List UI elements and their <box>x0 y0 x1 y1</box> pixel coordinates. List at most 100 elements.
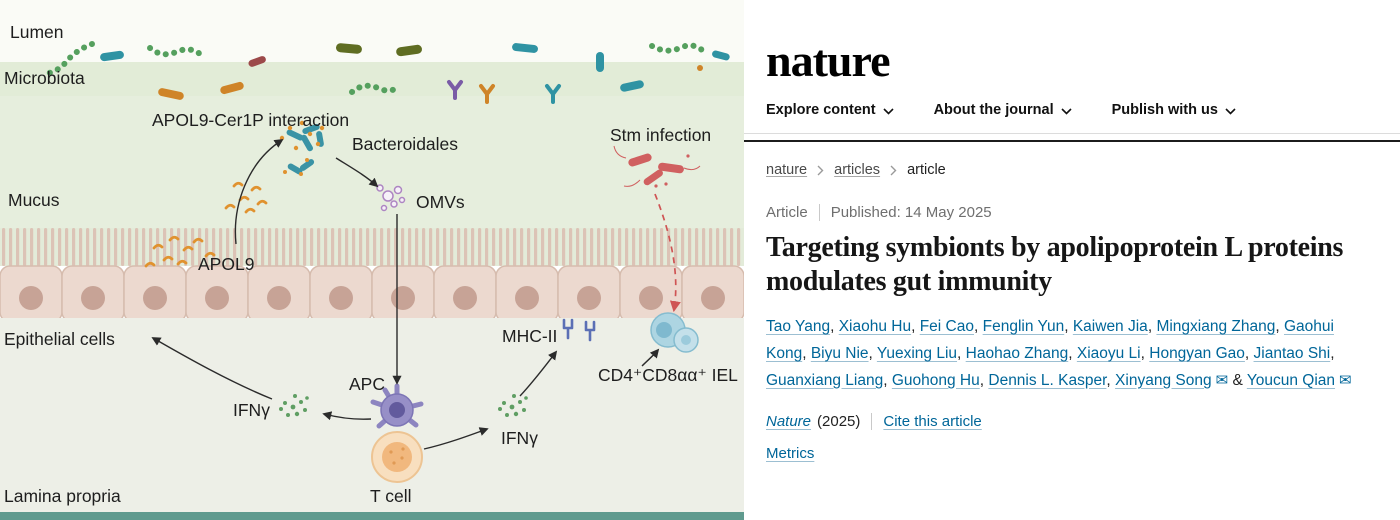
lamina-propria-band <box>0 318 744 512</box>
email-icon[interactable]: ✉ <box>1215 371 1229 389</box>
author-link[interactable]: Fei Cao <box>919 318 974 336</box>
label-mucus: Mucus <box>8 190 60 210</box>
author-link[interactable]: Haohao Zhang <box>965 344 1069 362</box>
bacteria-rod-icon <box>220 81 244 95</box>
article-type-label: Article <box>766 204 808 221</box>
gut-immunity-figure: Lumen Microbiota APOL9-Cer1P interaction… <box>0 0 744 520</box>
author-separator: , <box>1244 344 1254 362</box>
author-separator: , <box>1275 318 1284 336</box>
epithelial-cell-row <box>0 265 744 323</box>
article-panel: nature Explore content About the journal… <box>744 0 1400 520</box>
author-link[interactable]: Guohong Hu <box>891 371 980 389</box>
published-label: Published: <box>830 204 901 221</box>
author-separator: , <box>957 344 966 362</box>
apol9-particles <box>144 181 268 268</box>
chevron-right-icon <box>817 165 824 175</box>
label-iel: CD4⁺CD8αα⁺ IEL <box>598 365 738 385</box>
label-ifng-right: IFNγ <box>501 428 538 448</box>
label-bacteroidales: Bacteroidales <box>352 134 458 154</box>
author-link[interactable]: Xinyang Song <box>1115 371 1212 389</box>
author-link[interactable]: Xiaoyu Li <box>1076 344 1141 362</box>
author-link[interactable]: Jiantao Shi <box>1253 344 1331 362</box>
metrics-link[interactable]: Metrics <box>766 445 815 463</box>
bacteria-chain-icon <box>147 45 203 58</box>
figure-panel: Lumen Microbiota APOL9-Cer1P interaction… <box>0 0 744 520</box>
brush-border <box>0 228 744 266</box>
author-link[interactable]: Kaiwen Jia <box>1072 318 1148 336</box>
label-epithelial-cells: Epithelial cells <box>4 329 115 349</box>
label-stm-infection: Stm infection <box>610 125 711 145</box>
author-link[interactable]: Tao Yang <box>766 318 831 336</box>
journal-link[interactable]: Nature <box>766 413 812 431</box>
chevron-right-icon <box>890 165 897 175</box>
label-lamina-propria: Lamina propria <box>4 486 121 506</box>
author-separator: , <box>1068 344 1077 362</box>
nav-about-the-journal[interactable]: About the journal <box>934 102 1072 118</box>
cite-this-article-link[interactable]: Cite this article <box>883 413 982 431</box>
omv-cluster <box>376 184 406 212</box>
published-info: Published: 14 May 2025 <box>831 204 992 221</box>
chevron-down-icon <box>1225 107 1236 115</box>
author-link[interactable]: Fenglin Yun <box>982 318 1065 336</box>
bacteria-branch-icon <box>479 84 495 104</box>
journal-year: (2025) <box>817 413 861 431</box>
author-link[interactable]: Yuexing Liu <box>876 344 958 362</box>
nature-logo[interactable]: nature <box>766 35 891 86</box>
author-link[interactable]: Xiaohu Hu <box>838 318 912 336</box>
author-link[interactable]: Guanxiang Liang <box>766 371 884 389</box>
microbiota-icons <box>41 41 730 104</box>
flow-arrows <box>151 139 660 450</box>
author-separator: , <box>1330 344 1335 362</box>
stm-bacteria <box>613 145 701 188</box>
bacteria-dot-icon <box>697 65 703 71</box>
chevron-down-icon <box>883 107 894 115</box>
label-mhc-ii: MHC-II <box>502 326 557 346</box>
mucus-band <box>0 96 744 232</box>
bacteria-rod-icon <box>248 56 266 67</box>
nav-explore-content[interactable]: Explore content <box>766 102 894 118</box>
chevron-down-icon <box>1061 107 1072 115</box>
bacteria-rod-icon <box>712 50 730 61</box>
author-link[interactable]: Mingxiang Zhang <box>1156 318 1276 336</box>
author-separator: , <box>1106 371 1116 389</box>
microbiota-band <box>0 62 744 96</box>
breadcrumb-nature[interactable]: nature <box>766 162 808 178</box>
journal-reference: Nature (2025) <box>766 413 860 430</box>
author-link[interactable]: Dennis L. Kasper <box>988 371 1107 389</box>
nav-label: Publish with us <box>1111 102 1218 118</box>
author-separator: , <box>1064 318 1073 336</box>
label-t-cell: T cell <box>370 486 412 506</box>
author-link[interactable]: Gaohui Kong <box>766 318 1334 362</box>
bacteria-rod-icon <box>100 50 124 62</box>
bacteria-rod-icon <box>512 43 538 53</box>
epithelial-nuclei <box>19 286 725 310</box>
bacteria-rod-icon <box>596 52 604 72</box>
label-apol9-cer1p: APOL9-Cer1P interaction <box>152 110 349 130</box>
author-separator: , <box>883 371 892 389</box>
bacteria-rod-icon <box>620 80 644 92</box>
published-date: 14 May 2025 <box>904 204 992 221</box>
bottom-strip <box>0 512 744 520</box>
iel-cell <box>650 312 699 353</box>
masthead: nature Explore content About the journal… <box>744 0 1400 134</box>
author-link[interactable]: Biyu Nie <box>810 344 869 362</box>
email-icon[interactable]: ✉ <box>1339 371 1352 389</box>
primary-nav: Explore content About the journal Publis… <box>766 102 1376 118</box>
mhc-ii-icon <box>562 318 596 342</box>
bacteria-branch-icon <box>447 80 463 100</box>
nav-publish-with-us[interactable]: Publish with us <box>1112 102 1236 118</box>
author-link[interactable]: Hongyan Gao <box>1149 344 1245 362</box>
author-list: Tao Yang, Xiaohu Hu, Fei Cao, Fenglin Yu… <box>766 314 1376 394</box>
metrics-row: Metrics <box>766 445 1376 462</box>
lumen-band <box>0 0 744 62</box>
author-separator: , <box>974 318 983 336</box>
breadcrumb: nature articles article <box>766 162 1376 178</box>
breadcrumb-articles[interactable]: articles <box>834 162 881 178</box>
header-rule <box>744 140 1400 142</box>
author-link[interactable]: Youcun Qian <box>1246 371 1336 389</box>
bacteria-chain-icon <box>649 42 705 54</box>
label-apc: APC <box>349 374 385 394</box>
ifn-gamma-dots <box>279 394 528 417</box>
article-title: Targeting symbionts by apolipoprotein L … <box>766 232 1344 298</box>
label-apol9: APOL9 <box>198 254 254 274</box>
